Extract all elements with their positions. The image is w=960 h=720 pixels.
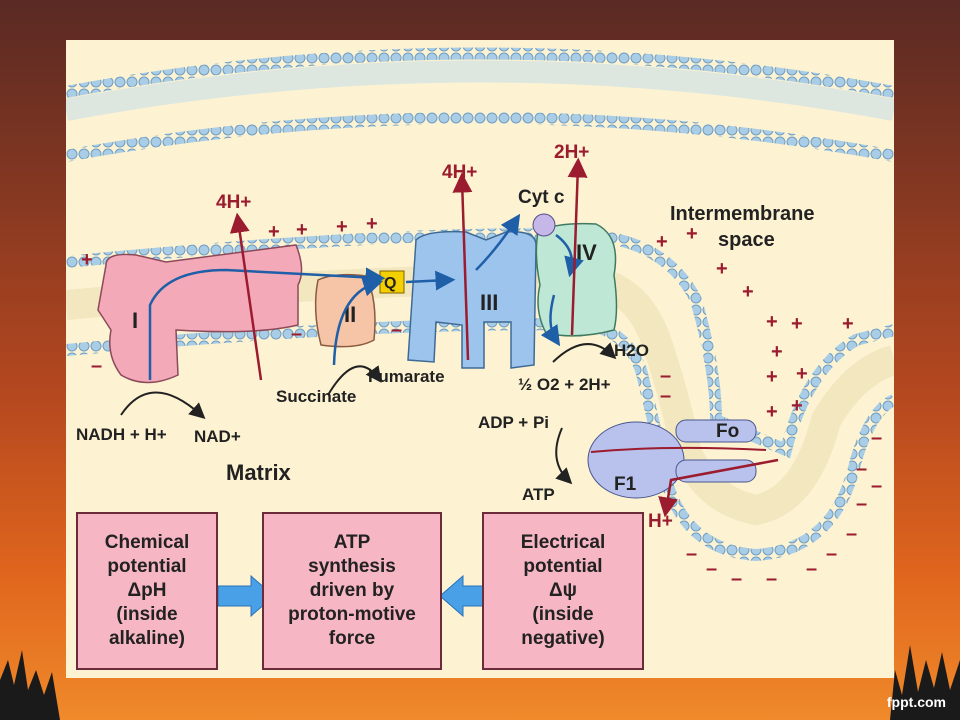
box3-line5: negative): [521, 628, 605, 649]
box1-line5: alkaline): [108, 628, 186, 649]
box3-line2: potential: [523, 556, 603, 577]
box1-line3: ΔpH: [127, 580, 167, 601]
box3-line1: Electrical: [520, 532, 606, 553]
box3-line4: (inside: [532, 604, 594, 625]
f1-label: F1: [614, 474, 637, 495]
svg-text:–: –: [871, 475, 882, 497]
atp-synthase: Fo F1: [587, 419, 767, 499]
h-atp-label: H+: [648, 511, 673, 532]
svg-text:+: +: [842, 313, 854, 335]
svg-text:+: +: [336, 216, 348, 238]
ubiquinone: Q: [379, 270, 405, 294]
q-label: Q: [384, 275, 396, 292]
atp-label: ATP: [522, 485, 555, 504]
svg-text:+: +: [766, 401, 778, 423]
complex-i: I: [97, 244, 303, 384]
intermembrane-line1: Intermembrane: [670, 203, 815, 225]
intermembrane-line2: space: [718, 229, 775, 251]
electrical-potential-box: Electrical potential Δψ (inside negative…: [482, 512, 644, 670]
svg-text:+: +: [742, 281, 754, 303]
succinate-label: Succinate: [276, 387, 356, 406]
svg-text:+: +: [686, 223, 698, 245]
svg-text:–: –: [806, 558, 817, 580]
complex-iv: IV: [535, 222, 618, 337]
svg-text:+: +: [771, 341, 783, 363]
svg-text:+: +: [791, 313, 803, 335]
h-pumped-complex-i: 4H+: [216, 192, 251, 213]
complex-iv-label: IV: [576, 240, 597, 265]
svg-text:–: –: [826, 543, 837, 565]
svg-text:+: +: [716, 258, 728, 280]
box1-line1: Chemical: [104, 532, 190, 553]
etc-diagram: I II Q III IV Cyt c Fo F1: [66, 47, 894, 618]
chemical-potential-box: Chemical potential ΔpH (inside alkaline): [76, 512, 218, 670]
footer-brand: fppt.com: [886, 694, 946, 710]
svg-text:+: +: [766, 366, 778, 388]
complex-iii-label: III: [480, 290, 498, 315]
box2-line2: synthesis: [308, 556, 396, 577]
cytochrome-c: Cyt c: [518, 187, 565, 237]
electron-path: [148, 213, 584, 380]
atp-synthesis-box: ATP synthesis driven by proton-motive fo…: [262, 512, 442, 670]
fumarate-label: Fumarate: [368, 367, 445, 386]
svg-text:–: –: [766, 568, 777, 590]
h-pumped-complex-iv: 2H+: [554, 142, 589, 163]
complex-iii: III: [407, 230, 537, 369]
nadh-label: NADH + H+: [76, 425, 167, 444]
reaction-arrows: [120, 342, 617, 485]
box2-line1: ATP: [333, 532, 371, 553]
water-label: H2O: [614, 341, 649, 360]
svg-text:–: –: [91, 355, 102, 377]
svg-text:+: +: [796, 363, 808, 385]
proton-arrows: [229, 157, 779, 518]
box2-line5: force: [328, 628, 376, 649]
svg-text:+: +: [791, 395, 803, 417]
svg-text:–: –: [856, 493, 867, 515]
svg-text:–: –: [731, 568, 742, 590]
box2-line3: driven by: [309, 580, 395, 601]
box1-line2: potential: [107, 556, 187, 577]
fo-label: Fo: [716, 421, 739, 442]
diagram-panel: I II Q III IV Cyt c Fo F1: [66, 40, 894, 678]
svg-text:+: +: [81, 249, 93, 271]
oxygen-label: ½ O2 + 2H+: [518, 375, 611, 394]
adp-label: ADP + Pi: [478, 413, 549, 432]
box2-line4: proton-motive: [288, 604, 416, 625]
svg-text:+: +: [766, 311, 778, 333]
svg-text:–: –: [686, 543, 697, 565]
h-pumped-complex-iii: 4H+: [442, 162, 477, 183]
box1-line4: (inside: [116, 604, 178, 625]
svg-text:–: –: [856, 458, 867, 480]
svg-text:–: –: [391, 319, 402, 341]
svg-text:–: –: [871, 427, 882, 449]
charges: +++ ++ +++ +++ +++ +++ ––– ––– ––– ––– –…: [81, 213, 882, 590]
svg-text:–: –: [706, 558, 717, 580]
svg-text:+: +: [268, 221, 280, 243]
complex-i-label: I: [132, 308, 138, 333]
svg-text:–: –: [291, 323, 302, 345]
nad-label: NAD+: [194, 427, 241, 446]
matrix-label: Matrix: [226, 460, 292, 485]
svg-text:+: +: [656, 231, 668, 253]
svg-text:–: –: [660, 385, 671, 407]
box3-line3: Δψ: [549, 580, 577, 601]
svg-text:+: +: [296, 219, 308, 241]
svg-text:+: +: [366, 213, 378, 235]
cytc-label: Cyt c: [518, 187, 565, 208]
svg-text:–: –: [660, 365, 671, 387]
outer-membrane: [66, 47, 894, 162]
grass-silhouette: [0, 645, 960, 720]
complex-ii-label: II: [344, 302, 356, 327]
svg-text:–: –: [846, 523, 857, 545]
